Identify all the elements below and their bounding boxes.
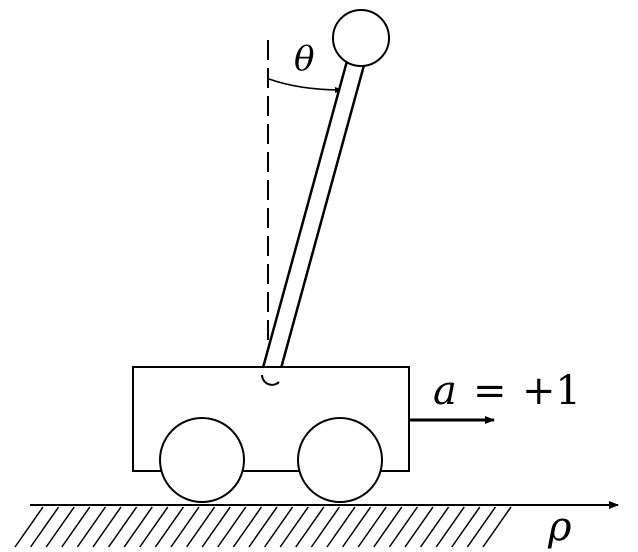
hatch-line [139,506,169,548]
hatch-line [45,506,75,548]
hatch-line [170,506,200,548]
hatch-line [76,506,107,548]
hatch-line [29,506,60,548]
hatch-line [451,506,481,548]
right-wheel [297,417,383,503]
hatch-line [357,506,387,548]
hatch-line [341,506,372,548]
hatch-line [217,506,247,548]
hatch-line [466,506,497,548]
hatch-line [419,506,450,548]
hatch-line [61,506,91,548]
hatch-line [185,506,216,548]
pole-pivot-outline [261,374,280,386]
hatch-line [295,506,325,548]
hatch-line [201,506,231,548]
hatch-line [92,506,122,548]
hatch-line [373,506,403,548]
position-label: ρ [547,504,572,550]
action-equals-label: = [473,368,507,414]
hatch-line [435,506,465,548]
hatch-line [404,506,434,548]
angle-arc [268,78,343,93]
hatch-line [326,506,356,548]
hatch-line [123,506,153,548]
hatch-line [388,506,419,548]
hatch-line [263,506,294,548]
ground-hatching [14,506,512,548]
hatch-line [154,506,185,548]
pole-ball [332,9,390,67]
hatch-line [482,506,512,548]
angle-label: θ [294,39,314,79]
hatch-line [232,506,263,548]
hatch-line [107,506,138,548]
pole-fill [261,46,366,387]
hatch-line [248,506,278,548]
hatch-line [14,506,44,548]
hatch-line [279,506,309,548]
hatch-line [310,506,341,548]
left-wheel [159,417,245,503]
action-variable-label: a [433,368,457,414]
action-value-label: +1 [522,368,581,414]
